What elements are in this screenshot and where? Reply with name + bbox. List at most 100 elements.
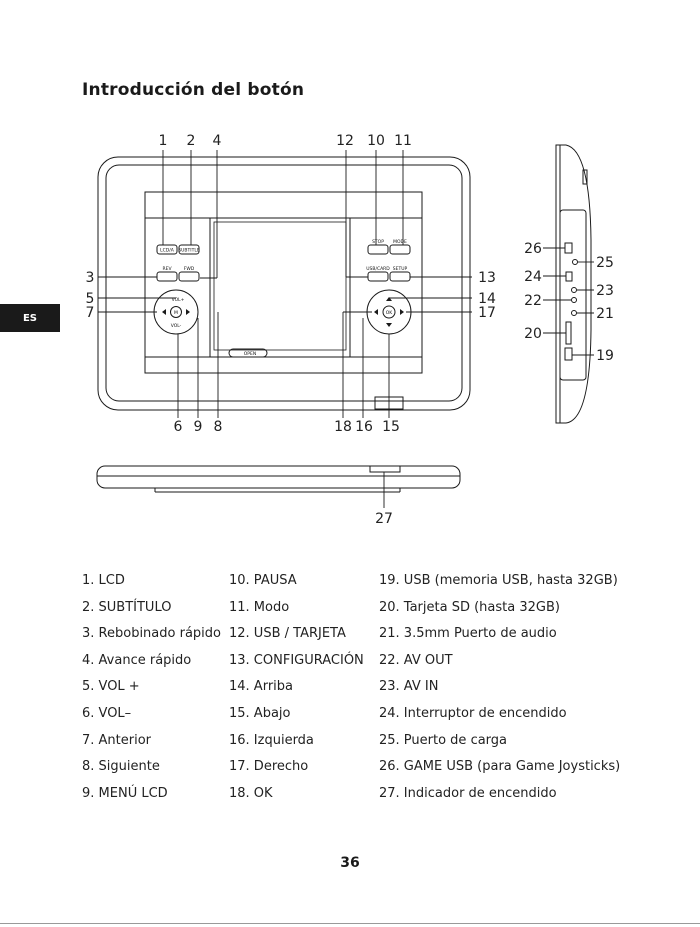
callout-3: 3: [86, 270, 95, 286]
legend-item: 20. Tarjeta SD (hasta 32GB): [379, 599, 560, 615]
callout-23: 23: [596, 283, 614, 299]
setup-button: [389, 271, 411, 282]
language-tab: ES: [0, 304, 60, 332]
next-arrow-icon: [186, 309, 190, 315]
rev-button: [156, 271, 178, 282]
lcd-button-label: LCD/A: [160, 248, 175, 254]
right-arrow-icon: [400, 309, 404, 315]
lcd-button: [156, 244, 178, 255]
callout-25: 25: [596, 255, 614, 271]
callout-24: 24: [524, 269, 542, 285]
legend-item: 21. 3.5mm Puerto de audio: [379, 626, 557, 642]
legend-item: 5. VOL +: [82, 679, 140, 695]
legend-item: 1. LCD: [82, 573, 125, 588]
callout-12: 12: [336, 133, 354, 149]
callout-9: 9: [194, 419, 203, 435]
legend-item: 12. USB / TARJETA: [229, 626, 346, 642]
legend-item: 13. CONFIGURACIÓN: [229, 652, 364, 668]
legend-item: 10. PAUSA: [229, 573, 297, 588]
legend-item: 11. Modo: [229, 599, 290, 615]
device-panel: [144, 191, 423, 374]
callout-10: 10: [367, 133, 385, 149]
legend-item: 9. MENÚ LCD: [82, 785, 168, 801]
callout-14: 14: [478, 291, 496, 307]
game-usb-port: [564, 242, 573, 254]
fwd-button-label: FWD: [184, 266, 195, 272]
legend-item: 23. AV IN: [379, 679, 439, 695]
device-outer-frame: [97, 156, 471, 411]
device-diagram: LCD/A SUBTITLE REV FWD STOP MODE USB/CAR…: [86, 133, 614, 527]
lcd-screen: [213, 221, 347, 351]
sd-card-slot: [565, 321, 572, 345]
section-title: Introducción del botón: [82, 80, 305, 100]
legend-item: 15. Abajo: [229, 705, 291, 721]
callout-27: 27: [375, 511, 393, 527]
av-in-port: [571, 287, 577, 293]
legend-item: 16. Izquierda: [229, 732, 314, 748]
callout-8: 8: [214, 419, 223, 435]
ok-button-label: OK: [386, 310, 394, 316]
setup-button-label: SETUP: [393, 266, 408, 272]
subtitle-button-label: SUBTITLE: [178, 248, 200, 254]
legend-item: 4. Avance rápido: [82, 652, 192, 668]
callout-15: 15: [382, 419, 400, 435]
legend-item: 27. Indicador de encendido: [379, 785, 557, 801]
legend-item: 18. OK: [229, 785, 273, 801]
legend-column-3: 19. USB (memoria USB, hasta 32GB) 20. Ta…: [379, 568, 620, 807]
stop-button: [367, 244, 389, 255]
bottom-divider: [0, 923, 700, 924]
callout-7: 7: [86, 305, 95, 321]
legend-item: 24. Interruptor de encendido: [379, 705, 567, 721]
callout-2: 2: [187, 133, 196, 149]
audio-jack: [571, 310, 577, 316]
callout-11: 11: [394, 133, 412, 149]
page-number: 36: [340, 855, 360, 871]
menu-button-label: M: [174, 310, 178, 316]
legend-item: 6. VOL–: [82, 705, 132, 721]
legend-item: 22. AV OUT: [379, 652, 453, 668]
legend-item: 14. Arriba: [229, 679, 293, 695]
callout-6: 6: [174, 419, 183, 435]
callout-16: 16: [355, 419, 373, 435]
callout-1: 1: [159, 133, 168, 149]
av-out-port: [571, 297, 577, 303]
charge-port: [572, 259, 578, 265]
fwd-button: [178, 271, 200, 282]
down-arrow-icon: [386, 323, 392, 327]
power-switch: [565, 271, 573, 282]
callout-4: 4: [213, 133, 222, 149]
legend-item: 8. Siguiente: [82, 759, 160, 775]
legend-item: 7. Anterior: [82, 732, 152, 748]
legend-item: 3. Rebobinado rápido: [82, 626, 221, 642]
open-button: [228, 348, 268, 358]
legend-item: 2. SUBTÍTULO: [82, 599, 172, 615]
device-bottom-view: [96, 465, 461, 489]
mode-button-label: MODE: [393, 239, 407, 245]
callout-21: 21: [596, 306, 614, 322]
vol-down-label: VOL-: [171, 323, 182, 329]
callout-26: 26: [524, 241, 542, 257]
legend-item: 17. Derecho: [229, 759, 309, 775]
legend-column-1: 1. LCD 2. SUBTÍTULO 3. Rebobinado rápido…: [82, 568, 221, 807]
up-arrow-icon: [386, 297, 392, 301]
ok-button: [382, 305, 396, 319]
callout-18: 18: [334, 419, 352, 435]
legend-item: 25. Puerto de carga: [379, 732, 508, 748]
callout-20: 20: [524, 326, 542, 342]
usbcard-button: [367, 271, 389, 282]
callout-17: 17: [478, 305, 496, 321]
device-inner-frame: [105, 164, 463, 402]
left-arrow-icon: [374, 309, 378, 315]
prev-arrow-icon: [162, 309, 166, 315]
stop-button-label: STOP: [372, 239, 384, 245]
subtitle-button: [178, 244, 200, 255]
callout-13: 13: [478, 270, 496, 286]
callout-22: 22: [524, 293, 542, 309]
legend-item: 26. GAME USB (para Game Joysticks): [379, 759, 621, 775]
device-side-view: [555, 144, 592, 424]
legend-item: 19. USB (memoria USB, hasta 32GB): [379, 573, 618, 588]
usb-port: [564, 347, 573, 361]
vol-up-label: VOL+: [172, 297, 185, 303]
legend-column-2: 10. PAUSA 11. Modo 12. USB / TARJETA 13.…: [229, 568, 364, 807]
mode-button: [389, 244, 411, 255]
